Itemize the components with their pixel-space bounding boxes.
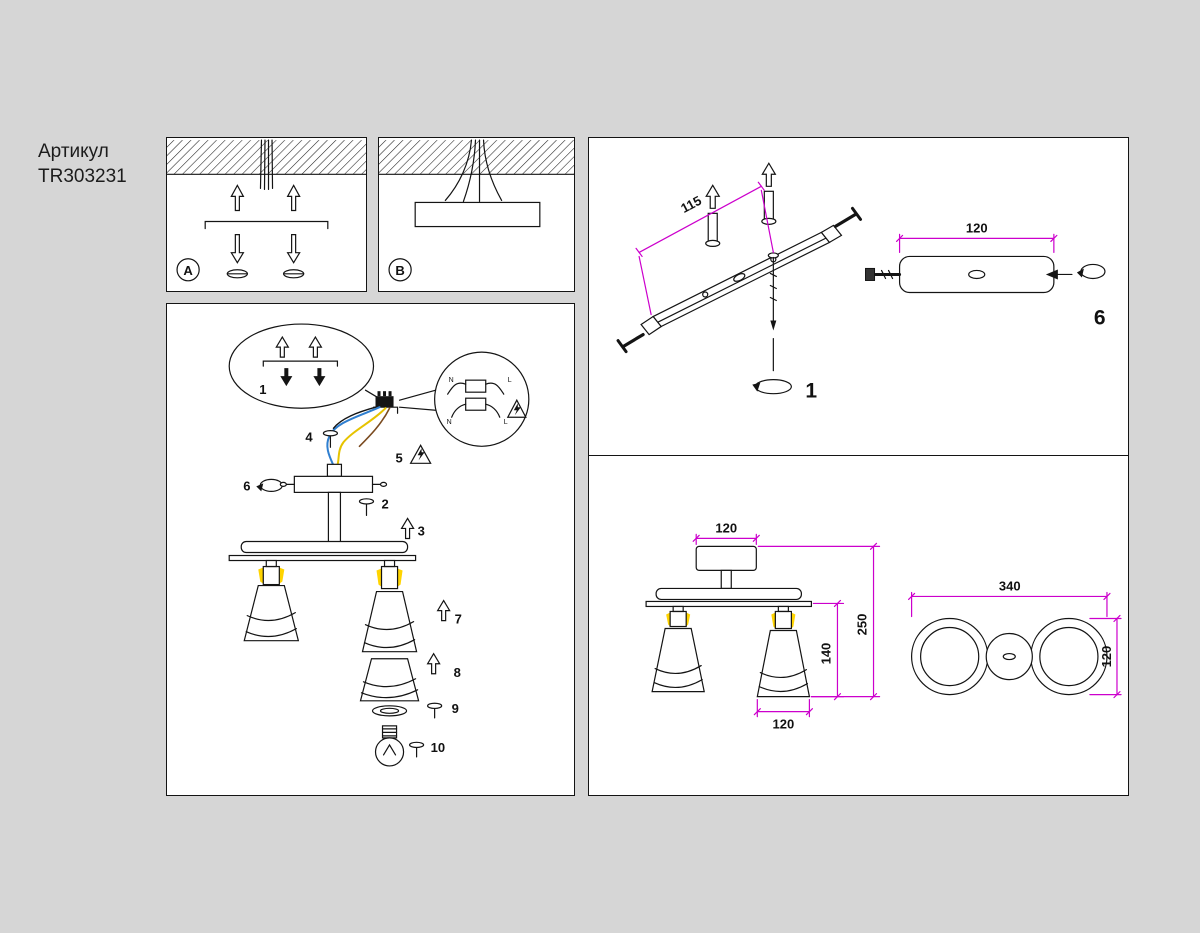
screw-arrows-down-icon	[226, 233, 305, 279]
step3-label: 3	[418, 523, 425, 538]
right-lamp	[361, 565, 418, 653]
dim-depth-120: 120	[1089, 614, 1122, 699]
step4-screw: 4	[305, 429, 339, 448]
terminal-n-bottom: N	[447, 419, 452, 426]
mounting-plate-icon	[414, 201, 541, 228]
shade-ring: 9	[371, 701, 459, 719]
mounting-option-b-drawing: B	[379, 139, 574, 282]
socket-left	[262, 565, 280, 586]
step6-label: 6	[243, 478, 250, 493]
terminal-l-top: L	[508, 377, 512, 384]
panel-b-letter: B	[395, 263, 404, 278]
step2-screw: 2	[358, 496, 389, 517]
dim-120-plate: 120	[895, 220, 1058, 254]
wires-icon	[259, 139, 274, 190]
dim-height-250-label: 250	[855, 614, 870, 636]
bracket-install-panel: 1 115 6 120	[588, 137, 1129, 457]
dim-120-plate-label: 120	[966, 220, 988, 235]
wires	[326, 406, 391, 467]
step5-warning: 5	[396, 444, 432, 465]
panel-a-badge: A	[176, 258, 200, 282]
step4-label: 4	[305, 429, 313, 444]
ceiling-hatch	[167, 140, 366, 175]
dim-height-250: 250	[757, 542, 881, 701]
step5-label: 5	[396, 450, 403, 465]
dim-canopy-120-label: 120	[715, 520, 737, 535]
dimensions-panel: 120 250 140 120	[588, 455, 1129, 796]
bracket-step6-label: 6	[1094, 307, 1106, 330]
step1-balloon: 1	[228, 323, 382, 409]
article-label: Артикул	[38, 141, 109, 162]
dowel-arrows-up-icon	[230, 184, 301, 212]
article-number: TR303231	[38, 165, 127, 187]
step7-label: 7	[455, 612, 462, 627]
wiring-detail-balloon: N L N L	[398, 351, 530, 447]
assembly-exploded-panel: 1 N L N L 4	[166, 303, 575, 796]
socket-right	[380, 565, 399, 590]
mounting-option-b-panel: B	[378, 137, 575, 292]
anchor-screw: 1	[752, 252, 817, 403]
glass-diffuser	[359, 658, 420, 702]
canopy	[279, 463, 388, 544]
socket-highlight-left	[258, 567, 264, 584]
dimensions-drawing: 120 250 140 120	[645, 520, 1122, 732]
top-view	[910, 617, 1108, 696]
dim-shade-140: 140	[810, 599, 845, 701]
mounting-bracket-iso	[616, 206, 863, 354]
step7-pin: 7	[436, 599, 462, 627]
arm	[228, 540, 417, 568]
step6-side-screw: 6	[243, 478, 283, 493]
step8-label: 8	[454, 665, 461, 680]
bracket-step1-label: 1	[805, 380, 817, 403]
ceiling-hatch	[379, 140, 574, 175]
step3-pin: 3	[400, 517, 425, 540]
dim-shade-dia-120-label: 120	[773, 717, 795, 732]
bracket-icon	[204, 220, 329, 230]
warning-triangle-icon	[506, 398, 527, 418]
article-block: Артикул TR303231	[38, 140, 127, 189]
bulb: 10	[374, 725, 445, 767]
step10-label: 10	[431, 740, 445, 755]
bracket-install-drawing: 1 115 6 120	[616, 162, 1106, 403]
dim-length-340-label: 340	[999, 578, 1021, 593]
shade-left	[243, 584, 300, 642]
assembly-exploded-drawing: 1 N L N L 4	[228, 323, 530, 767]
terminal-block	[372, 391, 399, 414]
dim-length-340: 340	[907, 578, 1111, 618]
panel-b-badge: B	[388, 258, 412, 282]
step2-label: 2	[382, 496, 389, 511]
dowels	[705, 162, 777, 248]
left-lamp	[243, 565, 300, 642]
wires-icon	[444, 139, 503, 203]
bracket-side-view: 6	[865, 255, 1106, 330]
shade-right	[361, 590, 418, 653]
step8-pin: 8	[426, 652, 461, 680]
dim-shade-dia-120: 120	[753, 699, 814, 732]
panel-a-letter: A	[183, 263, 193, 278]
dim-shade-140-label: 140	[818, 643, 833, 665]
terminal-n-top: N	[449, 377, 454, 384]
front-view	[645, 545, 813, 698]
step9-label: 9	[452, 701, 459, 716]
dim-canopy-120: 120	[692, 520, 760, 545]
terminal-l-bottom: L	[504, 419, 508, 426]
dim-115-label: 115	[678, 193, 704, 216]
step1-label: 1	[259, 382, 266, 397]
mounting-option-a-drawing: A	[167, 139, 366, 282]
dim-depth-120-label: 120	[1099, 646, 1114, 668]
mounting-option-a-panel: A	[166, 137, 367, 292]
